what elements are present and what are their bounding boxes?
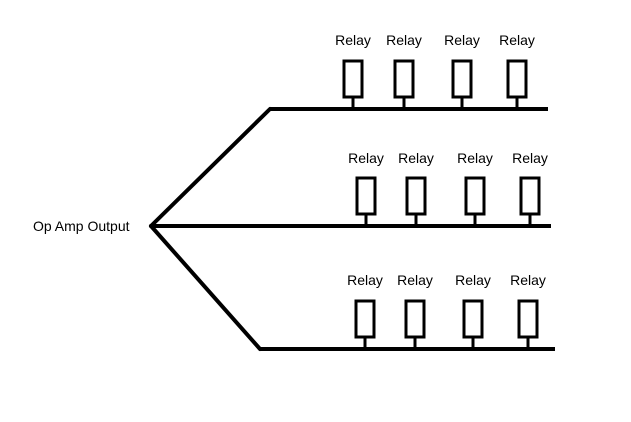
relay-coil [517,299,539,339]
relay: Relay [398,150,434,226]
relay: Relay [457,150,493,226]
relay-label: Relay [455,272,491,288]
relay-coil [393,59,415,99]
relay: Relay [455,272,491,349]
relay-coil [404,299,426,339]
op-amp-output-label: Op Amp Output [33,218,130,234]
relay-label: Relay [499,32,535,48]
relay-label: Relay [348,150,384,166]
relay-coil [506,59,528,99]
relay-label: Relay [386,32,422,48]
relay-label: Relay [512,150,548,166]
relay-coil [354,299,376,339]
relay-coil [464,176,486,216]
relay-label: Relay [444,32,480,48]
relay-coil [342,59,364,99]
relay-label: Relay [397,272,433,288]
relay-coil [451,59,473,99]
relay: Relay [348,150,384,226]
relay-label: Relay [335,32,371,48]
relay: Relay [510,272,546,349]
relay: Relay [499,32,535,109]
relay: Relay [386,32,422,109]
wires [149,107,555,351]
relay-label: Relay [510,272,546,288]
relay-coil [355,176,377,216]
relay-label: Relay [398,150,434,166]
relay-coil [462,299,484,339]
relay-label: Relay [457,150,493,166]
relay: Relay [335,32,371,109]
relay-coil [405,176,427,216]
relay-coil [519,176,541,216]
branch-1-feed-wire [149,107,272,228]
relay-label: Relay [347,272,383,288]
relay: Relay [397,272,433,349]
relay: Relay [347,272,383,349]
relay: Relay [512,150,548,226]
branch-3-feed-wire [149,224,262,351]
relay: Relay [444,32,480,109]
